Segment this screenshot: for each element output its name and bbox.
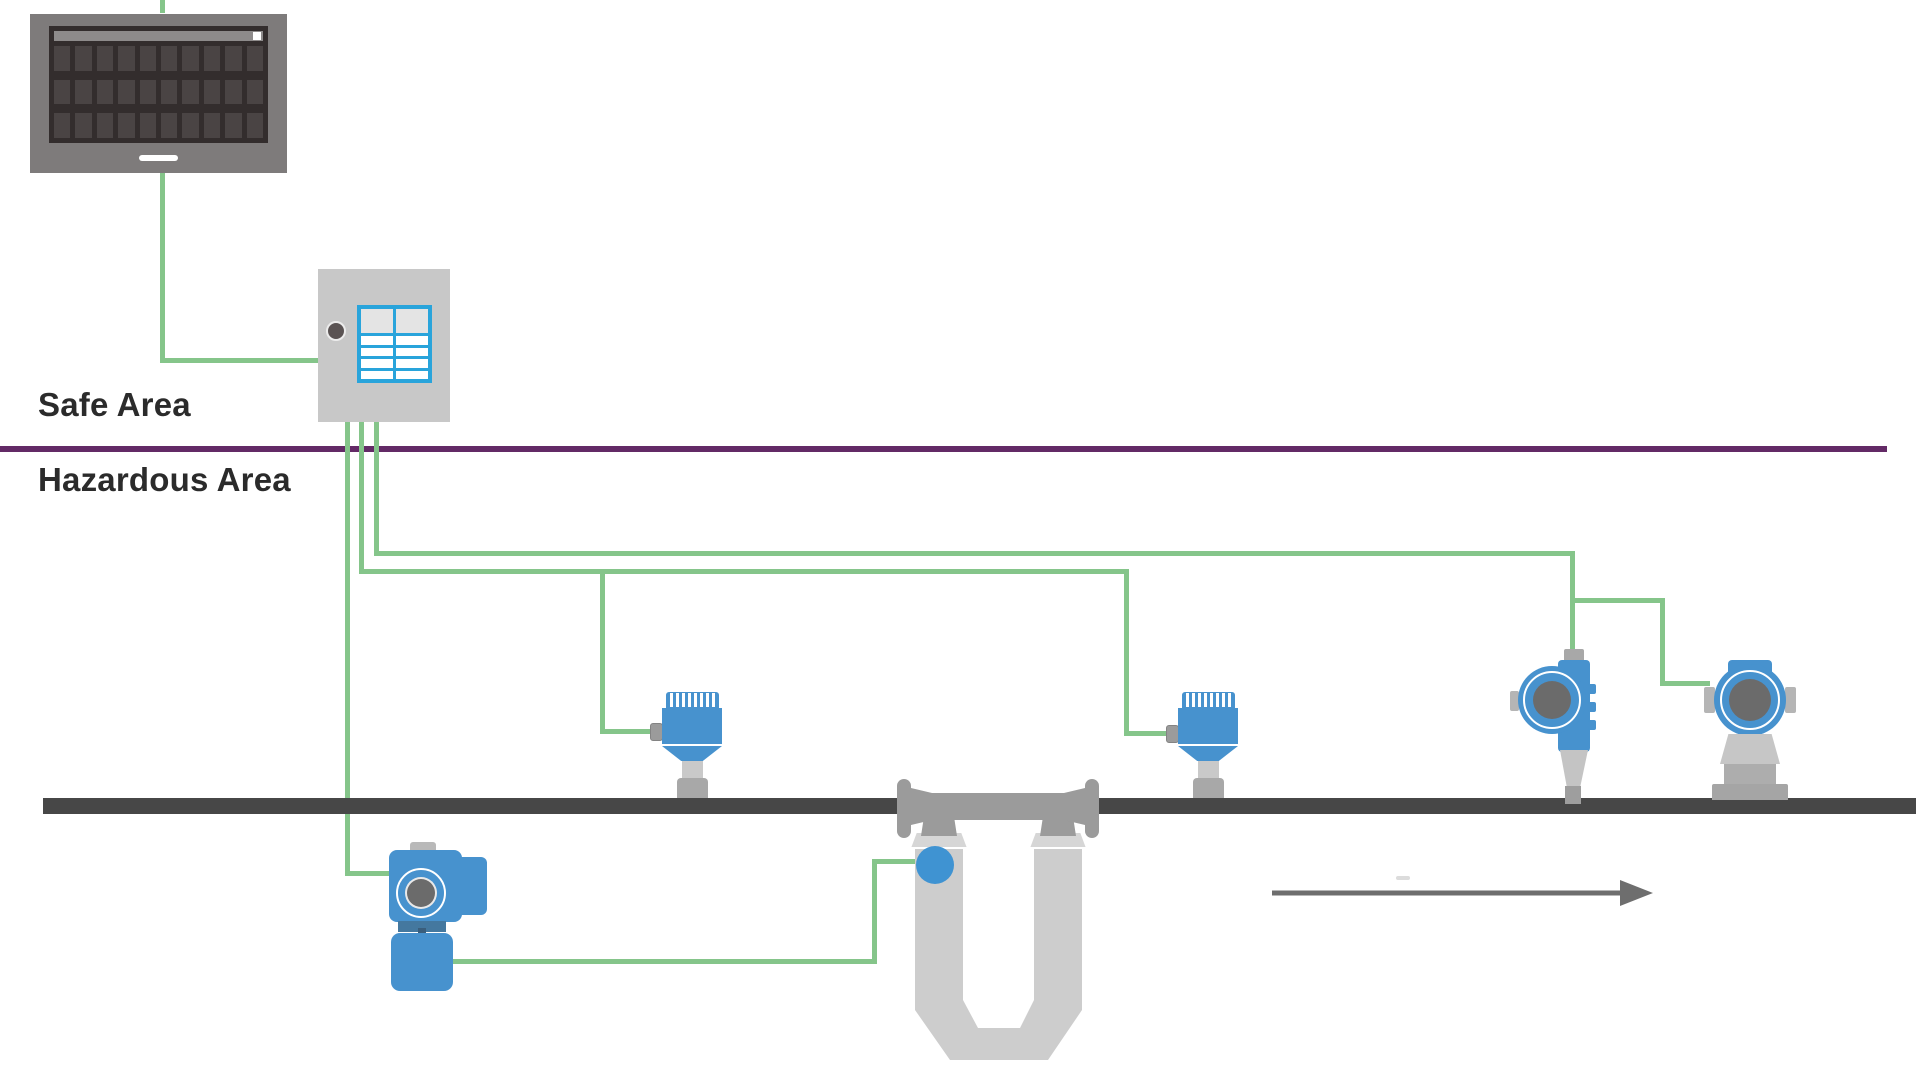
positioner-side-block: [452, 857, 487, 915]
wire-flowmeter-vertical: [872, 859, 877, 964]
right-conduit-plug: [1785, 687, 1796, 713]
panel-button-bar: [139, 155, 178, 161]
junction-box-knob: [326, 321, 346, 341]
positioner-collar: [398, 921, 446, 932]
transmitter-neck: [682, 761, 703, 778]
wire-monitor-top-stub: [160, 0, 165, 13]
wire-to-flowmeter-sensor: [872, 859, 930, 864]
wire-b-vertical: [359, 422, 364, 574]
small-dash-mark: [1396, 876, 1410, 880]
head-ring-icon: [1720, 670, 1780, 730]
right-flange: [1085, 779, 1099, 838]
transmitter-neck: [1198, 761, 1219, 778]
wire-c-to-pressure-transmitter: [1660, 681, 1710, 686]
wire-valve-out-horizontal: [452, 959, 877, 964]
thermowell-cone: [1560, 750, 1588, 788]
safe-area-label: Safe Area: [38, 386, 191, 423]
sensor-dot-icon: [916, 846, 954, 884]
wire-c-branch-horizontal: [1570, 598, 1665, 603]
wire-b-branch2-to-transmitter2: [1124, 731, 1168, 736]
coriolis-flow-meter: [897, 779, 1099, 1060]
ribbed-cap-icon: [1182, 692, 1235, 708]
housing-tab: [1588, 702, 1596, 712]
wire-monitor-down: [160, 173, 165, 360]
meter-body-flare-left: [911, 788, 932, 825]
wire-b-horizontal: [359, 569, 1129, 574]
control-workstation-panel: [30, 14, 287, 173]
screen-tile-grid: [54, 46, 263, 138]
wire-a-to-valve: [345, 871, 391, 876]
flow-direction-arrow: [1272, 880, 1653, 906]
transmitter-head: [662, 708, 722, 746]
wire-b-branch1-vertical: [600, 569, 605, 734]
screen-corner-dot: [253, 32, 261, 40]
top-entry-cap: [1564, 649, 1584, 663]
head-face-icon: [1533, 681, 1571, 719]
wire-b-branch2-vertical: [1124, 569, 1129, 735]
u-tube: [915, 845, 1082, 1060]
housing-tab: [1588, 720, 1596, 730]
wire-b-branch1-to-transmitter1: [600, 729, 652, 734]
wire-a-vertical: [345, 422, 350, 874]
gauge-face-icon: [405, 877, 437, 909]
head-face-icon: [1729, 679, 1771, 721]
workstation-screen: [49, 26, 268, 143]
transmitter-base: [1193, 778, 1224, 798]
meter-body-flare-right: [1064, 788, 1085, 825]
wire-monitor-to-box: [160, 358, 318, 363]
wire-c-branch-vertical: [1660, 598, 1665, 686]
thermowell-tip: [1565, 786, 1581, 804]
meter-body: [911, 793, 1085, 820]
transmitter-head: [1178, 708, 1238, 746]
collar-notch: [418, 928, 426, 934]
io-table-icon: [357, 305, 432, 383]
transmitter-funnel: [662, 746, 722, 761]
head-ring-icon: [1523, 671, 1581, 729]
actuator-box: [391, 933, 453, 991]
transmitter-base: [677, 778, 708, 798]
positioner-cap: [410, 842, 436, 852]
pedestal-mid: [1724, 764, 1776, 784]
arrow-head-icon: [1620, 880, 1653, 906]
pedestal-base: [1712, 784, 1788, 800]
wire-c-vertical: [374, 422, 379, 556]
transmitter-funnel: [1178, 746, 1238, 761]
area-boundary-line: [0, 446, 1887, 452]
screen-title-bar: [54, 31, 263, 41]
left-conduit-plug: [1704, 687, 1715, 713]
left-flange: [897, 779, 911, 838]
hazardous-area-label: Hazardous Area: [38, 461, 291, 498]
junction-box: [318, 269, 450, 422]
housing-tab: [1588, 684, 1596, 694]
ribbed-cap-icon: [666, 692, 719, 708]
side-plug: [1510, 691, 1519, 711]
wire-c-horizontal: [374, 551, 1575, 556]
pedestal-top: [1720, 734, 1780, 764]
